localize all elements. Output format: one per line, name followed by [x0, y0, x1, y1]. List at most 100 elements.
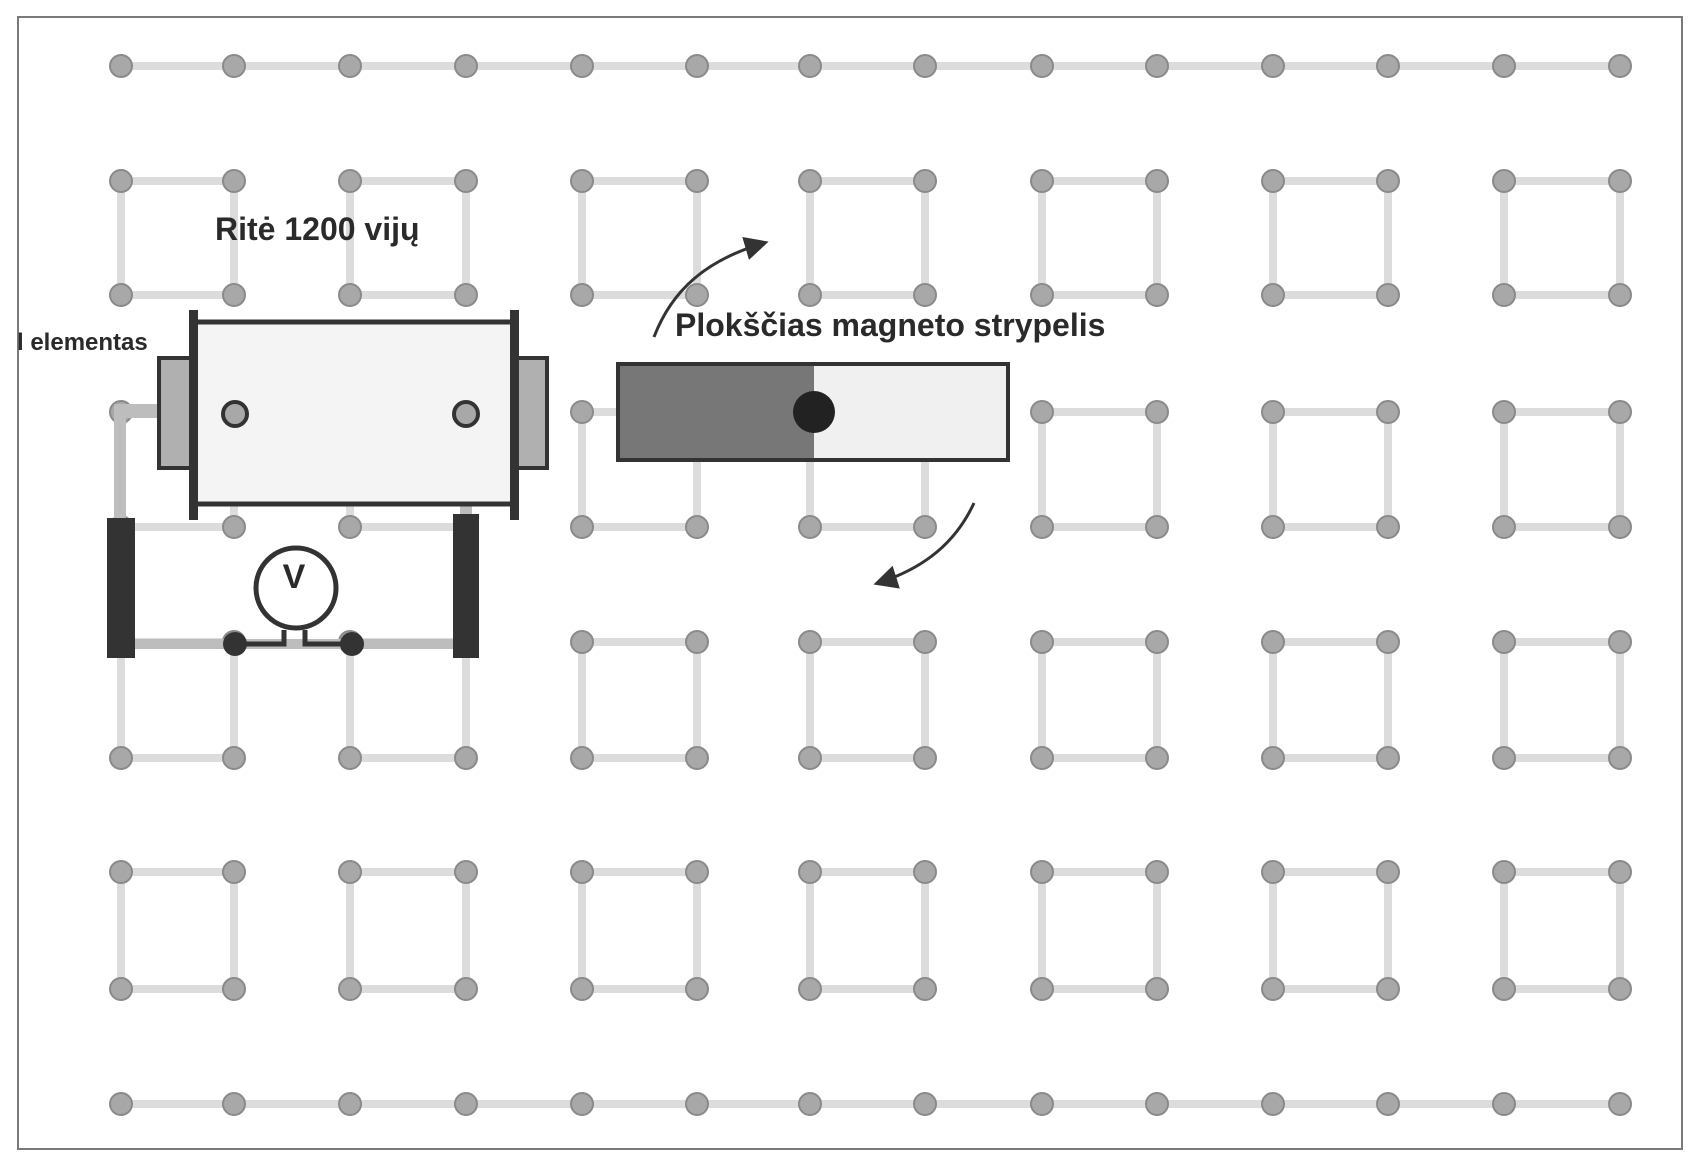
grid-peg — [1492, 746, 1516, 770]
grid-peg — [685, 977, 709, 1001]
grid-peg — [1145, 169, 1169, 193]
grid-peg — [1492, 54, 1516, 78]
grid-peg — [338, 169, 362, 193]
grid-peg — [570, 977, 594, 1001]
grid-peg — [338, 746, 362, 770]
grid-peg — [1376, 746, 1400, 770]
grid-peg — [222, 54, 246, 78]
voltmeter-icon: V — [223, 545, 364, 656]
grid-peg — [338, 283, 362, 307]
grid-peg — [570, 169, 594, 193]
grid-peg — [1608, 977, 1632, 1001]
arrow-curved-icon — [873, 502, 976, 589]
grid-peg — [1492, 515, 1516, 539]
grid-peg — [338, 515, 362, 539]
grid-peg — [338, 977, 362, 1001]
grid-peg — [1261, 630, 1285, 654]
grid-peg — [222, 515, 246, 539]
coil-flange-right — [510, 310, 519, 520]
voltmeter-label: V — [283, 558, 306, 596]
grid-peg — [1145, 400, 1169, 424]
grid-peg — [222, 746, 246, 770]
grid-peg — [1608, 860, 1632, 884]
grid-peg — [1261, 1092, 1285, 1116]
grid-pegs — [109, 54, 1632, 1116]
grid-peg — [1608, 1092, 1632, 1116]
grid-peg — [454, 860, 478, 884]
coil-icon — [157, 310, 549, 520]
grid-peg — [570, 630, 594, 654]
grid-peg — [1608, 400, 1632, 424]
grid-peg — [570, 54, 594, 78]
circuit-wires — [114, 404, 472, 649]
grid-peg — [1608, 54, 1632, 78]
coil-end-cap-left — [157, 356, 193, 470]
grid-peg — [1376, 54, 1400, 78]
magnet-pole-dark — [618, 364, 814, 460]
grid-peg — [109, 1092, 133, 1116]
grid-peg — [1030, 746, 1054, 770]
grid-peg — [338, 860, 362, 884]
grid-peg — [454, 746, 478, 770]
grid-peg — [222, 283, 246, 307]
grid-peg — [798, 977, 822, 1001]
grid-peg — [798, 283, 822, 307]
grid-peg — [685, 515, 709, 539]
grid-peg — [1030, 515, 1054, 539]
magnet-pivot — [793, 391, 835, 433]
grid-peg — [1145, 630, 1169, 654]
grid-peg — [685, 54, 709, 78]
grid-peg — [454, 169, 478, 193]
grid-peg — [1030, 169, 1054, 193]
grid-peg — [1492, 860, 1516, 884]
grid-peg — [913, 54, 937, 78]
grid-peg — [1261, 400, 1285, 424]
grid-peg — [1376, 283, 1400, 307]
voltmeter-node-right — [340, 632, 364, 656]
grid-peg — [1261, 283, 1285, 307]
grid-peg — [1492, 977, 1516, 1001]
grid-peg — [1030, 977, 1054, 1001]
grid-peg — [1492, 630, 1516, 654]
grid-peg — [798, 515, 822, 539]
grid-peg — [222, 860, 246, 884]
grid-peg — [798, 860, 822, 884]
wire-left-stub — [118, 404, 162, 418]
board-frame — [17, 16, 1683, 1150]
coil-terminal-left — [221, 400, 249, 428]
grid-peg — [798, 1092, 822, 1116]
grid-peg — [1376, 860, 1400, 884]
grid-peg — [913, 630, 937, 654]
grid-peg — [1261, 515, 1285, 539]
grid-peg — [454, 977, 478, 1001]
grid-peg — [1608, 283, 1632, 307]
magnet-pole-light — [814, 364, 1008, 460]
grid-lines — [117, 62, 1624, 1108]
grid-peg — [685, 630, 709, 654]
magnet-label: Plokščias magneto strypelis — [675, 307, 1105, 343]
grid-peg — [913, 860, 937, 884]
voltmeter-leads — [235, 630, 352, 647]
wire-bottom — [120, 639, 472, 649]
grid-peg — [222, 1092, 246, 1116]
grid-peg — [109, 54, 133, 78]
grid-peg — [685, 169, 709, 193]
grid-peg — [1030, 54, 1054, 78]
grid-peg — [1376, 630, 1400, 654]
grid-peg — [1261, 746, 1285, 770]
grid-peg — [109, 283, 133, 307]
grid-peg — [222, 169, 246, 193]
grid-peg — [222, 977, 246, 1001]
grid-peg — [1376, 977, 1400, 1001]
grid-peg — [454, 283, 478, 307]
grid-peg — [570, 860, 594, 884]
grid-peg — [1145, 977, 1169, 1001]
grid-peg — [913, 283, 937, 307]
connector-bar-left — [107, 518, 135, 658]
grid-peg — [570, 283, 594, 307]
grid-peg — [1030, 630, 1054, 654]
grid-peg — [109, 169, 133, 193]
wire-left-vertical — [114, 404, 126, 524]
grid-peg — [1492, 400, 1516, 424]
grid-peg — [1030, 860, 1054, 884]
